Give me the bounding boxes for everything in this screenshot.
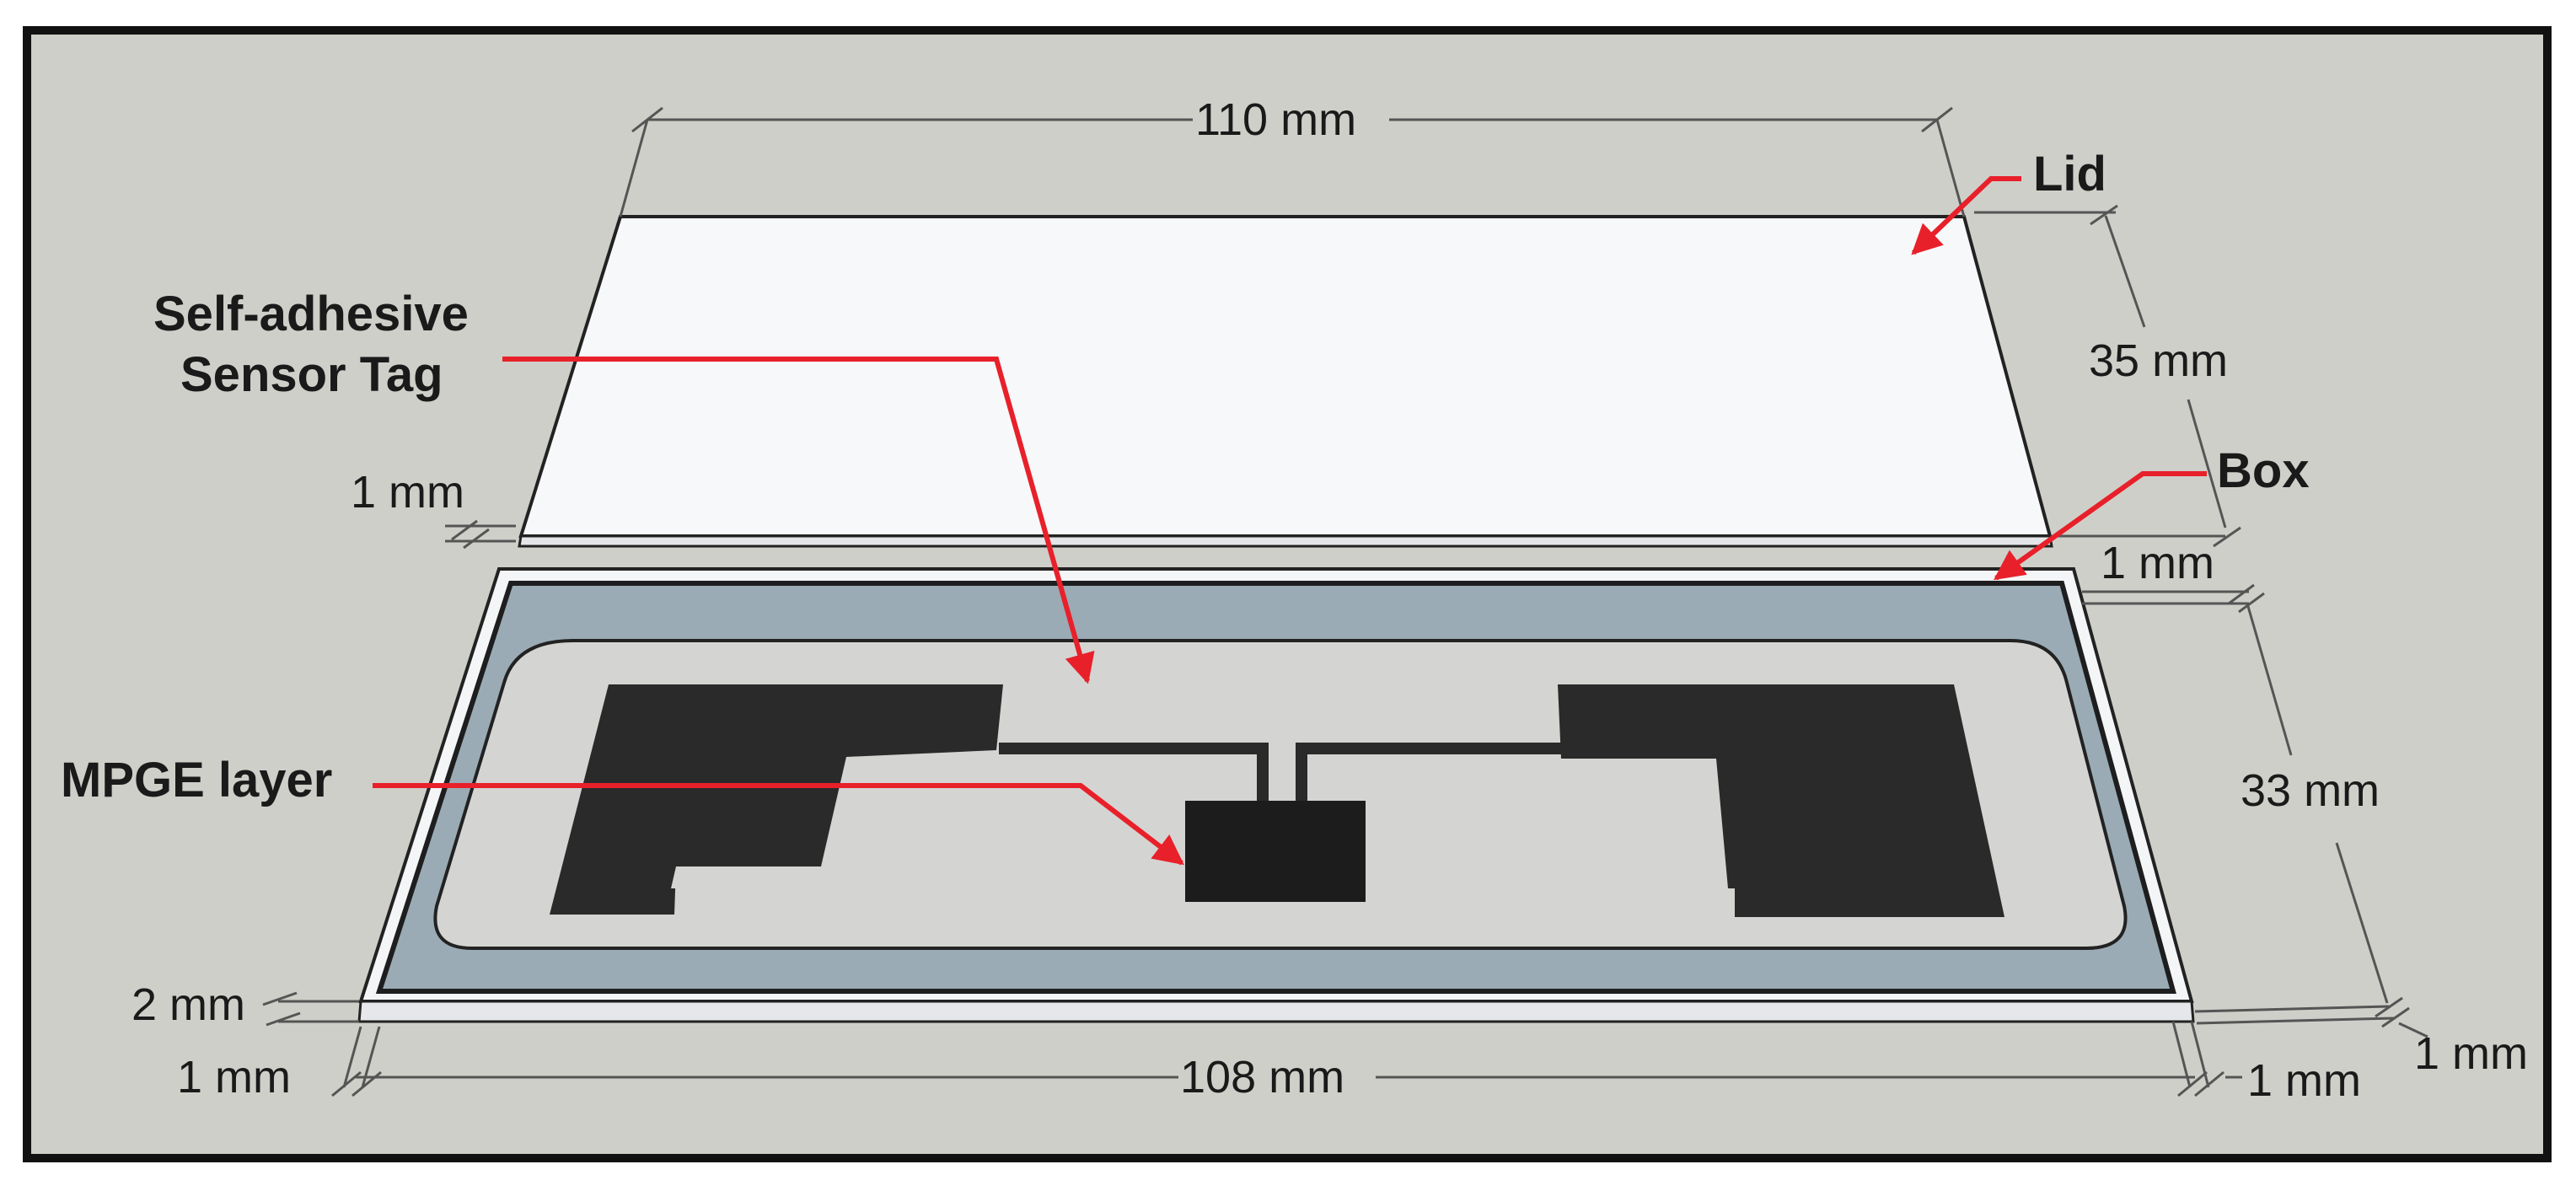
antenna-left (550, 684, 1003, 915)
leader-sensor-tag (502, 357, 1095, 684)
dim-box-corner-right: 1 mm (2414, 1028, 2528, 1079)
dimension-lines (262, 106, 2428, 1097)
lid-top-face (518, 215, 2053, 538)
sensor-tag (433, 639, 2128, 950)
leader-box (1994, 471, 2207, 581)
dim-box-bottom-right: 1 mm (2247, 1055, 2361, 1106)
antenna-left-slot (671, 866, 824, 888)
dim-lid-length: 110 mm (1195, 94, 1356, 145)
dim-box-bottom-left: 1 mm (177, 1052, 291, 1102)
label-box: Box (2217, 443, 2310, 498)
trace-right (1296, 743, 1561, 805)
leader-lid (1911, 176, 2021, 255)
trace-left (999, 743, 1269, 805)
dim-box-inner-width: 33 mm (2241, 765, 2380, 816)
antenna-right (1558, 684, 2004, 917)
label-mpge-layer: MPGE layer (61, 753, 332, 807)
dim-box-length: 108 mm (1180, 1052, 1344, 1102)
dim-lid-thickness: 1 mm (351, 467, 464, 518)
lid-part (518, 215, 2053, 548)
mpge-chip (1185, 801, 1366, 902)
dim-lid-width: 35 mm (2089, 335, 2228, 386)
box-front-edge (357, 1000, 2195, 1023)
dim-box-wall: 1 mm (2101, 538, 2214, 588)
label-sensor-tag-line2: Sensor Tag (180, 347, 443, 402)
dim-box-depth: 2 mm (131, 979, 245, 1030)
label-sensor-tag-line1: Self-adhesive (153, 287, 469, 341)
label-lid: Lid (2033, 147, 2106, 201)
leader-lines (373, 176, 2207, 866)
lid-front-edge (518, 534, 2053, 548)
leader-mpge (373, 783, 1184, 866)
